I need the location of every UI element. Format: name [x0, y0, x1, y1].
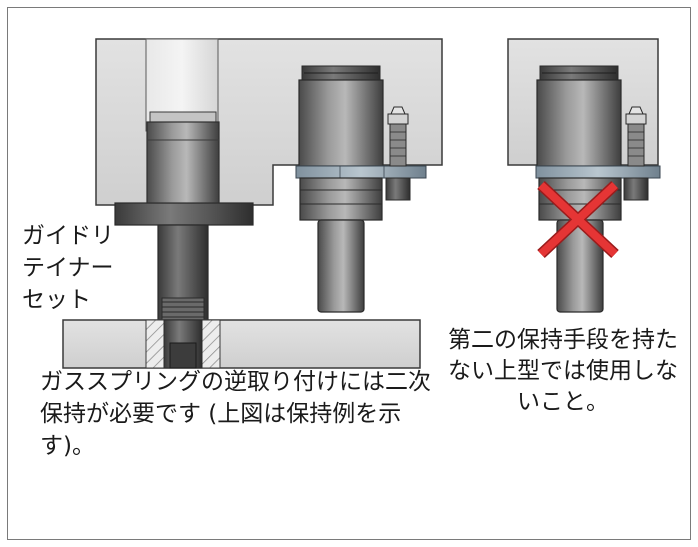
guide-retainer-flange: [114, 202, 254, 226]
red-x-icon: [537, 180, 619, 259]
guide-bushing: [146, 111, 220, 204]
retaining-plate: [295, 165, 427, 179]
diagram-frame: [7, 7, 691, 540]
retaining-bolt: [385, 106, 411, 201]
guide-post-shaft: [157, 224, 209, 321]
gas-spring-retained: [298, 65, 384, 167]
caption-text: ガススプリングの逆取り付けには二次保持が必要です (上図は保持例を示す)。: [40, 369, 431, 459]
lower-die-plate: [62, 319, 421, 369]
gas-spring-lower-body: [299, 177, 383, 313]
warning-text: 第二の保持手段を持たない上型では使用しないこと。: [448, 327, 678, 415]
guide-retainer-label: ガイドリテイナーセット: [22, 223, 114, 313]
gas-spring-unretained: [535, 65, 661, 313]
